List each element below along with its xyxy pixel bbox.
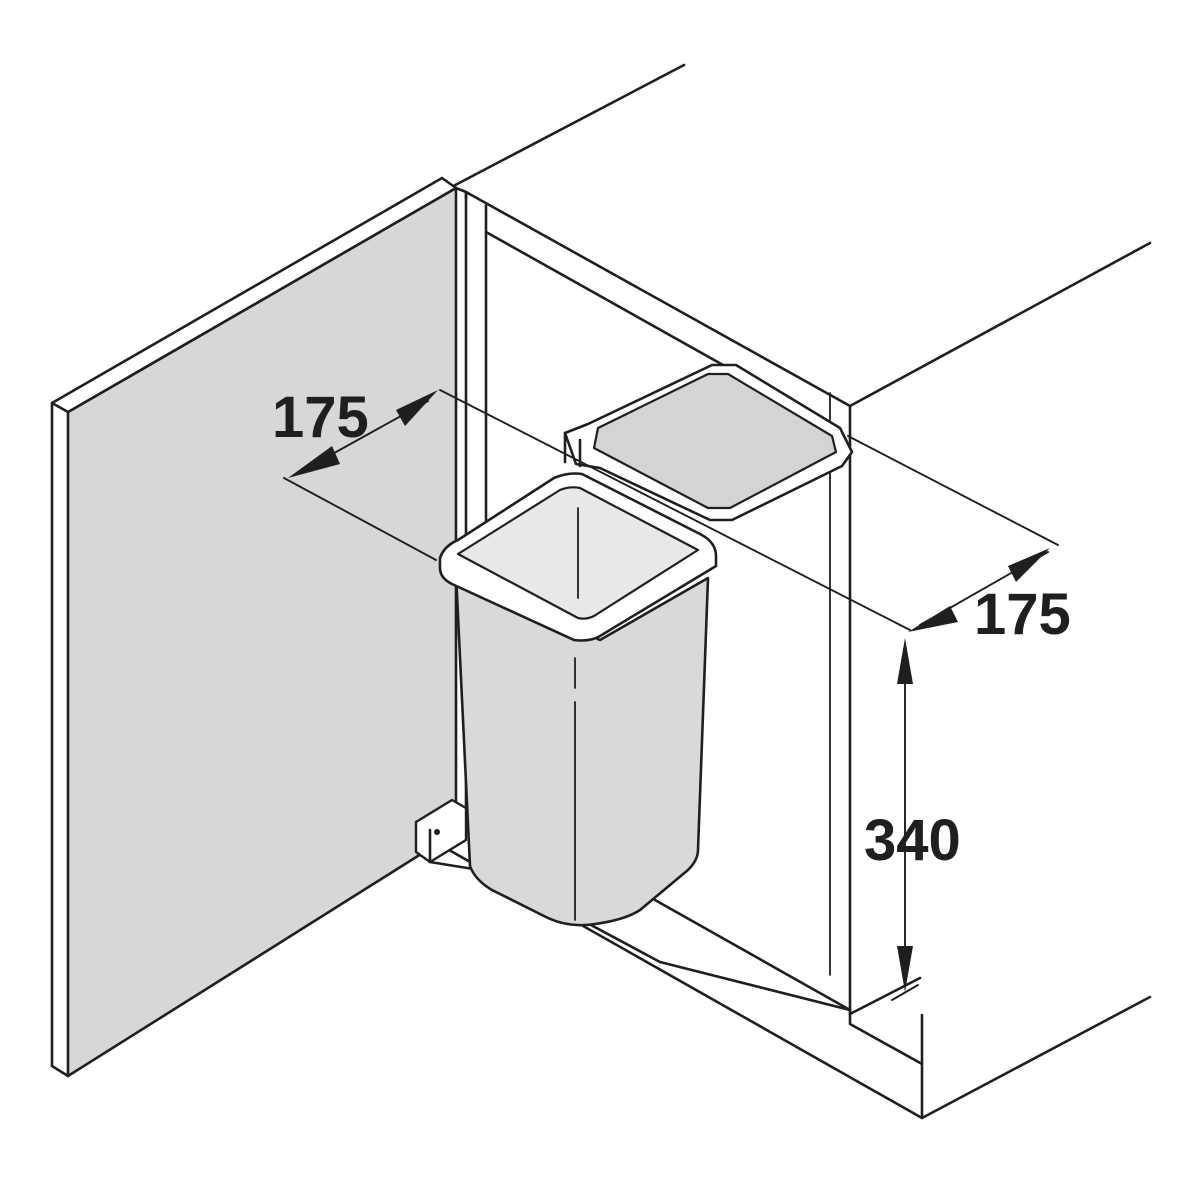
rear-bin-lid (563, 363, 854, 522)
arrowhead-width-start (908, 606, 958, 632)
lid-surface (592, 372, 838, 510)
arrowhead-depth-top-end (396, 390, 438, 426)
dimension-lines (283, 389, 1059, 1001)
dimension-label-height: 340 (864, 808, 961, 873)
cabinet-door-panel (50, 176, 458, 1078)
arrowhead-width-end (1008, 548, 1050, 582)
dimension-label-width: 175 (974, 582, 1071, 647)
front-bin (438, 472, 718, 927)
bin-body (454, 572, 710, 927)
arrowhead-depth-top-start (288, 446, 340, 478)
door-front-face (66, 186, 458, 1078)
door-edge (50, 176, 458, 414)
arrowhead-height-top (897, 638, 913, 684)
arrowhead-height-bottom (897, 946, 913, 992)
dimension-label-depth: 175 (272, 385, 369, 450)
